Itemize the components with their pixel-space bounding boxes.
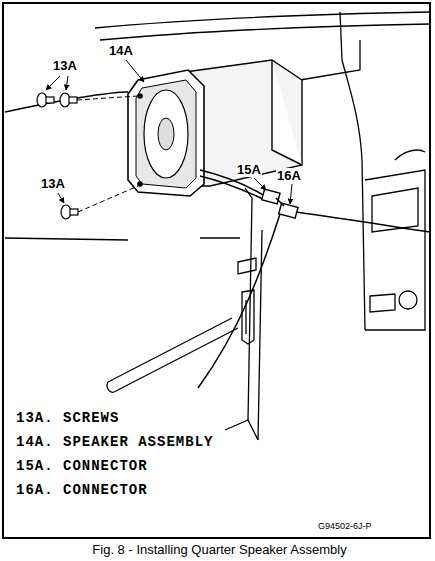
callout-number: 16A (276, 168, 302, 183)
legend-entry: 15A. CONNECTOR (16, 458, 148, 474)
speaker-assembly (128, 70, 204, 196)
connectors (262, 189, 298, 218)
leader-lines (46, 60, 292, 204)
figure-frame (3, 3, 430, 538)
callout-number: 13A (52, 58, 78, 73)
screw-path (77, 96, 138, 212)
legend-entry: 14A. SPEAKER ASSEMBLY (16, 434, 213, 450)
callout-number: 13A (40, 176, 66, 191)
speaker-wiring (198, 170, 430, 388)
callout-number: 14A (108, 43, 134, 58)
legend-entry: 16A. CONNECTOR (16, 482, 148, 498)
figure-caption: Fig. 8 - Installing Quarter Speaker Asse… (2, 542, 435, 557)
legend-entry: 13A. SCREWS (16, 410, 119, 426)
body-structure (5, 12, 430, 440)
figure-code: G94502-6J-P (318, 521, 372, 531)
callout-number: 15A (236, 162, 262, 177)
screws (37, 93, 78, 219)
